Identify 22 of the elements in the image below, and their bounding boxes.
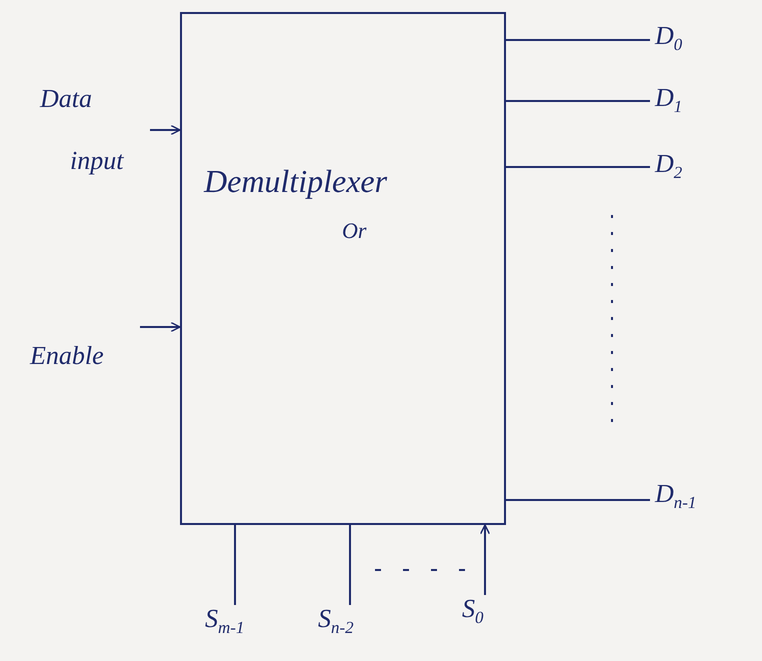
connector-line (234, 525, 236, 605)
signal-label: S$_{0}$ (462, 594, 484, 623)
block-title: Demultiplexer (204, 164, 388, 200)
connector-line (506, 499, 650, 501)
connector-line (506, 39, 650, 41)
demultiplexer-block (180, 12, 506, 525)
signal-label: D$_{n-1}$ (655, 479, 696, 508)
signal-label: S$_{n-2}$ (318, 604, 354, 633)
arrow (140, 322, 181, 332)
signal-label: D$_{0}$ (655, 21, 682, 50)
signal-label: Data (40, 85, 92, 114)
signal-label: D$_{2}$ (655, 149, 682, 178)
signal-label: S$_{m-1}$ (205, 604, 244, 633)
signal-label: input (70, 147, 124, 176)
signal-label: D$_{1}$ (655, 83, 682, 112)
block-note: Or (342, 219, 366, 244)
connector-line (506, 100, 650, 102)
arrow (480, 524, 490, 595)
connector-line (506, 166, 650, 168)
connector-line (349, 525, 351, 605)
signal-label: Enable (30, 341, 104, 370)
arrow (150, 124, 181, 136)
